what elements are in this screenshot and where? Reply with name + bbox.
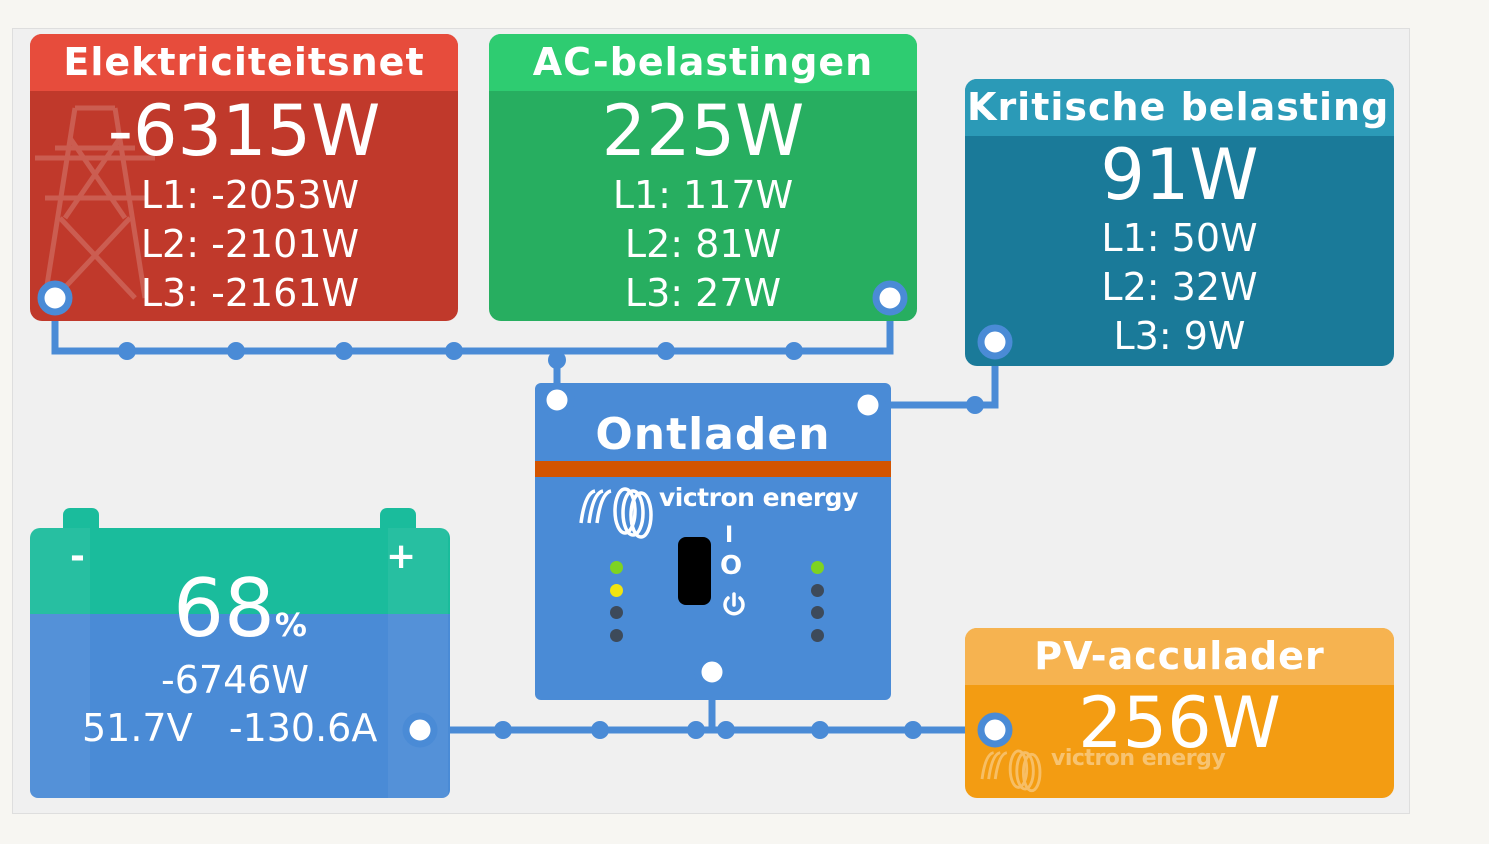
- inverter-led-temperature: [811, 629, 824, 642]
- grid-l1: L1: -2053W: [140, 173, 360, 217]
- grid-tile[interactable]: Elektriciteitsnet -6315W L1: -2053W L2: …: [30, 34, 458, 321]
- battery-soc-value: 68: [173, 562, 275, 655]
- battery-voltage: 51.7V: [82, 706, 193, 750]
- battery-plus-label: +: [386, 536, 417, 577]
- inverter-led-mains: [610, 561, 623, 574]
- inverter-brand: victron energy: [659, 483, 858, 512]
- ac-loads-l1: L1: 117W: [612, 173, 794, 217]
- power-symbol-icon: [723, 592, 745, 616]
- pv-charger-title: PV-acculader: [965, 628, 1394, 685]
- battery-power: -6746W: [161, 658, 309, 702]
- battery-current: -130.6A: [228, 706, 378, 750]
- inverter-led-absorption: [610, 584, 623, 597]
- inverter-switch-off-label: O: [720, 551, 743, 581]
- grid-l2: L2: -2101W: [140, 222, 360, 266]
- inverter-switch-on-label: I: [725, 523, 734, 548]
- grid-title: Elektriciteitsnet: [30, 34, 458, 91]
- battery-body: [30, 614, 450, 798]
- battery-top: [30, 528, 450, 614]
- critical-loads-tile[interactable]: Kritische belasting 91W L1: 50W L2: 32W …: [965, 79, 1394, 366]
- critical-loads-l2: L2: 32W: [1101, 265, 1258, 309]
- battery-minus-label: -: [70, 536, 85, 577]
- power-pylon-icon: [35, 105, 155, 300]
- inverter-status-band: [535, 461, 891, 477]
- critical-loads-title: Kritische belasting: [965, 79, 1394, 136]
- ac-loads-l3: L3: 27W: [624, 271, 782, 315]
- battery-tile[interactable]: - + 68% -6746W 51.7V -130.6A: [30, 508, 450, 798]
- inverter-led-inverter-on: [811, 561, 824, 574]
- grid-total-power: -6315W: [107, 90, 381, 172]
- critical-loads-l1: L1: 50W: [1101, 216, 1258, 260]
- inverter-tile[interactable]: Ontladen victron energy I O: [535, 383, 891, 700]
- inverter-led-bulk: [610, 629, 623, 642]
- inverter-switch[interactable]: [678, 537, 711, 605]
- ac-loads-total-power: 225W: [601, 90, 805, 172]
- inverter-led-float: [610, 606, 623, 619]
- pv-charger-brand: victron energy: [1051, 746, 1226, 771]
- pv-charger-power: 256W: [1078, 682, 1281, 764]
- inverter-led-overload: [811, 584, 824, 597]
- inverter-state: Ontladen: [595, 409, 831, 460]
- critical-loads-l3: L3: 9W: [1113, 314, 1246, 358]
- ac-loads-l2: L2: 81W: [624, 222, 782, 266]
- ac-loads-tile[interactable]: AC-belastingen 225W L1: 117W L2: 81W L3:…: [489, 34, 917, 321]
- battery-soc: 68%: [30, 562, 450, 655]
- battery-voltage-current: 51.7V -130.6A: [82, 706, 377, 750]
- victron-logo-icon: [579, 487, 653, 539]
- ac-loads-title: AC-belastingen: [489, 34, 917, 91]
- grid-l3: L3: -2161W: [140, 271, 360, 315]
- battery-soc-unit: %: [274, 606, 307, 644]
- critical-loads-total-power: 91W: [1100, 134, 1259, 216]
- victron-logo-icon: [980, 749, 1042, 793]
- pv-charger-tile[interactable]: PV-acculader 256W victron energy: [965, 628, 1394, 798]
- inverter-led-low-battery: [811, 606, 824, 619]
